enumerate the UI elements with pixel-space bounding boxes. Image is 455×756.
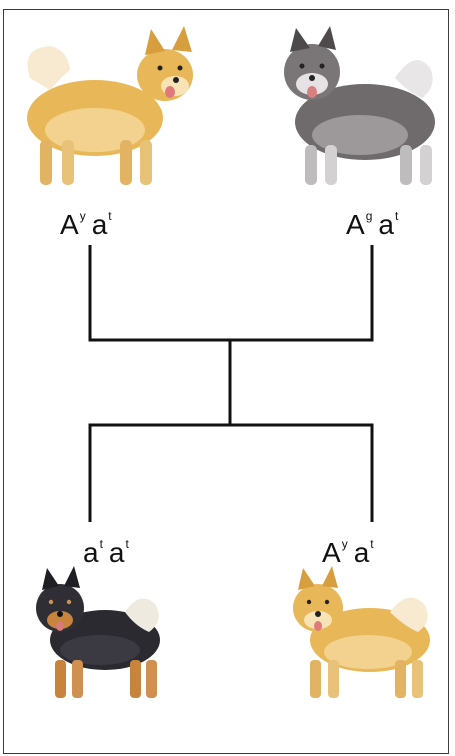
offspring-left-dog-image	[36, 566, 160, 698]
parent-connector	[88, 245, 374, 342]
offspring-connector	[88, 423, 374, 522]
parent-right-dog-image	[284, 26, 435, 185]
offspring-right-dog-image	[293, 566, 430, 698]
pedigree-lines	[88, 245, 374, 522]
parent-left-dog-image	[27, 26, 193, 185]
